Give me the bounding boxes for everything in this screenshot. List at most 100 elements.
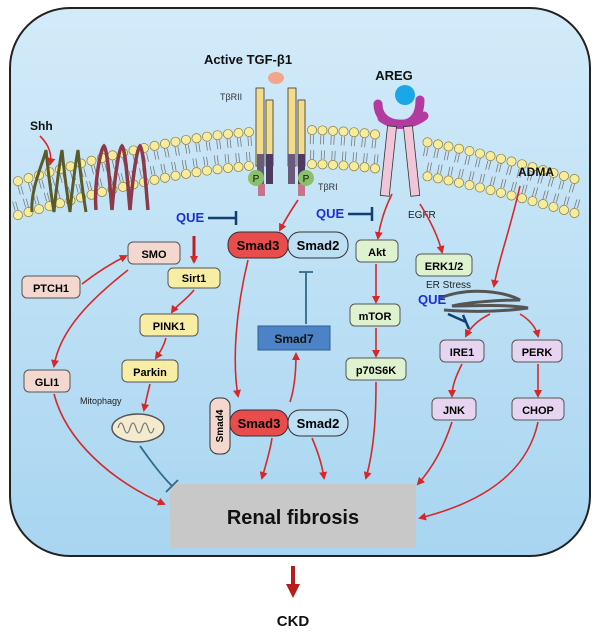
er-stress-label: ER Stress: [426, 280, 471, 291]
lipid-head: [212, 164, 223, 175]
lipid-tail: [526, 171, 534, 181]
smad2-upper-label: Smad2: [297, 238, 340, 253]
lipid-head: [443, 141, 454, 152]
lipid-tail: [510, 181, 517, 191]
lipid-tail: [521, 184, 528, 194]
mitophagy-label: Mitophagy: [80, 396, 122, 406]
lipid-head: [107, 150, 118, 161]
lipid-tail: [310, 150, 315, 160]
node-p70s6k-label: p70S6K: [356, 365, 396, 377]
lipid-tail: [164, 148, 170, 158]
lipid-head: [202, 165, 212, 176]
lipid-head: [538, 165, 548, 176]
smo-transmembrane: [93, 143, 150, 211]
phospho-right-label: P: [303, 174, 310, 185]
lipid-head: [328, 125, 338, 136]
lipid-head: [485, 185, 496, 196]
lipid-tail: [320, 150, 325, 160]
node-smad7: Smad7: [257, 325, 331, 351]
lipid-head: [307, 125, 317, 136]
lipid-tail: [454, 153, 460, 163]
node-jnk-label: JNK: [443, 405, 465, 417]
tgf-receptor-right: [287, 87, 306, 196]
lipid-tail: [340, 136, 346, 146]
lipid-tail: [160, 163, 166, 173]
lipid-tail: [552, 193, 560, 203]
que-inhibit-er: [447, 312, 471, 330]
lipid-head: [328, 159, 338, 170]
lipid-tail: [245, 152, 251, 162]
node-erk12: ERK1/2: [415, 253, 473, 277]
lipid-head: [506, 190, 517, 201]
lipid-tail: [320, 135, 325, 145]
node-chop: CHOP: [511, 397, 565, 421]
lipid-head: [433, 173, 443, 184]
que-inhibit-egfr: [348, 207, 374, 221]
lipid-head: [97, 187, 107, 197]
smad3-lower: Smad3: [229, 409, 289, 437]
tgf-receptor-left: [255, 87, 274, 196]
lipid-head: [359, 162, 370, 173]
lipid-tail: [361, 138, 366, 148]
renal-fibrosis-box: [170, 484, 416, 548]
lipid-tail: [101, 162, 108, 172]
lipid-head: [464, 146, 475, 157]
renal-fibrosis-label: Renal fibrosis: [227, 507, 359, 529]
node-smo-label: SMO: [141, 249, 167, 261]
lipid-head: [223, 163, 233, 173]
lipid-tail: [495, 163, 502, 173]
egfr-right-stalk: [403, 125, 421, 197]
lipid-head: [317, 125, 328, 136]
lipid-tail: [352, 152, 358, 162]
lipid-head: [569, 208, 580, 218]
lipid-tail: [485, 160, 492, 170]
lipid-tail: [341, 151, 347, 161]
lipid-head: [23, 173, 34, 184]
lipid-head: [170, 170, 181, 181]
node-akt: Akt: [355, 239, 399, 263]
lipid-tail: [43, 192, 51, 202]
phospho-left: [248, 170, 264, 186]
lipid-tail: [195, 143, 201, 153]
smad2-lower-label: Smad2: [297, 416, 340, 431]
smad4-lower: Smad4: [209, 397, 231, 455]
lipid-head: [443, 175, 454, 186]
phospho-left-label: P: [253, 174, 260, 185]
lipid-head: [485, 151, 496, 162]
lipid-tail: [563, 196, 570, 206]
lipid-tail: [573, 199, 581, 209]
lipid-tail: [468, 171, 475, 181]
smad7-inhibit-smad2: [299, 271, 313, 324]
que-label-tgf: QUE: [176, 210, 205, 225]
tbri-label: TβRI: [318, 182, 338, 192]
lipid-tail: [479, 173, 486, 183]
que-label-egfr: QUE: [316, 206, 345, 221]
lipid-head: [170, 136, 181, 147]
lipid-tail: [350, 137, 356, 147]
node-perk: PERK: [511, 339, 563, 363]
lipid-head: [149, 174, 160, 185]
lipid-head: [13, 210, 23, 221]
lipid-head: [233, 128, 244, 138]
areg-ligand: [395, 85, 415, 105]
node-pink1-label: PINK1: [153, 321, 185, 333]
node-sirt1-label: Sirt1: [182, 273, 206, 285]
lipid-tail: [75, 183, 82, 193]
lipid-head: [422, 137, 433, 148]
lipid-tail: [203, 156, 209, 166]
lipid-head: [338, 126, 349, 137]
lipid-head: [422, 171, 433, 182]
phospho-right: [298, 170, 314, 186]
lipid-head: [359, 128, 370, 139]
node-chop-label: CHOP: [522, 405, 554, 417]
lipid-tail: [542, 190, 549, 200]
lipid-head: [55, 198, 65, 209]
lipid-tail: [174, 146, 180, 156]
lipid-head: [181, 168, 191, 179]
lipid-tail: [371, 139, 377, 149]
lipid-tail: [516, 169, 523, 178]
lipid-tail: [17, 185, 24, 195]
lipid-tail: [38, 179, 45, 189]
egfr-receptor-arms: [373, 95, 429, 129]
